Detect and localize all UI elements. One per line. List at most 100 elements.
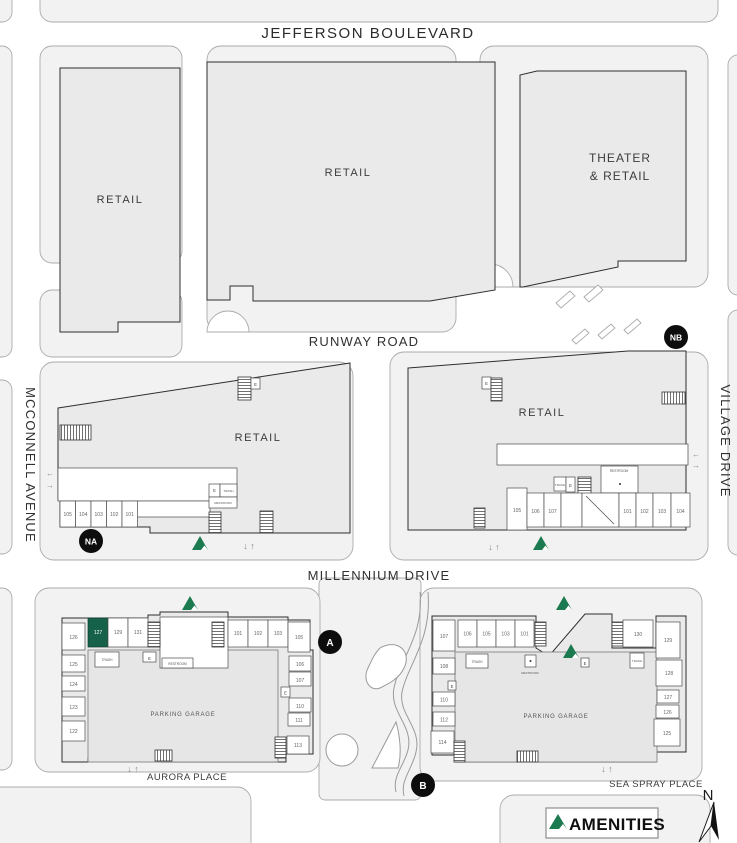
unit[interactable]: 114 bbox=[430, 730, 455, 754]
unit[interactable]: 113 bbox=[286, 735, 310, 755]
unit[interactable]: 111 bbox=[287, 712, 311, 727]
unit[interactable]: 126 bbox=[655, 704, 680, 719]
unit[interactable]: 105 bbox=[59, 500, 76, 528]
unit[interactable]: 103 bbox=[267, 619, 289, 648]
north-label: N bbox=[703, 787, 714, 804]
na-restroom bbox=[208, 496, 238, 509]
unit[interactable]: 110 bbox=[432, 691, 456, 707]
unit[interactable]: 123 bbox=[61, 696, 86, 717]
unit-label: 105 bbox=[482, 632, 491, 638]
building-retail-na-label: RETAIL bbox=[235, 432, 282, 444]
unit[interactable]: 129 bbox=[107, 617, 129, 648]
unit[interactable]: 107 bbox=[288, 671, 312, 687]
unit-label: 123 bbox=[69, 705, 78, 711]
stairs-icon bbox=[473, 507, 486, 529]
unit[interactable]: 104 bbox=[670, 492, 691, 528]
street-sea-spray: SEA SPRAY PLACE bbox=[609, 779, 703, 790]
amenity-marker[interactable] bbox=[563, 644, 579, 658]
stairs-icon bbox=[147, 621, 161, 648]
badge-b-label: B bbox=[419, 781, 426, 792]
b-elevator-left-label: E bbox=[451, 684, 454, 689]
unit[interactable]: 130 bbox=[622, 619, 654, 648]
arrow-down-up-icon: ↓ ↑ bbox=[243, 541, 255, 551]
parking-garage-a[interactable] bbox=[87, 649, 279, 763]
unit[interactable]: 112 bbox=[432, 711, 456, 727]
unit[interactable]: 101 bbox=[514, 619, 535, 648]
unit[interactable]: 105 bbox=[287, 621, 311, 653]
unit[interactable]: 125 bbox=[61, 654, 86, 673]
unit[interactable]: 126 bbox=[61, 622, 86, 651]
unit[interactable]: 101 bbox=[227, 619, 249, 648]
unit[interactable]: 102 bbox=[106, 500, 123, 528]
unit[interactable]: 101 bbox=[121, 500, 138, 528]
stairs-icon bbox=[259, 510, 274, 534]
unit[interactable]: 103 bbox=[495, 619, 516, 648]
paseo-planter bbox=[365, 644, 407, 690]
paseo-path bbox=[401, 591, 429, 797]
arrow-left-icon: ← bbox=[692, 450, 700, 459]
building-theater[interactable] bbox=[519, 70, 687, 288]
unit[interactable]: 108 bbox=[432, 657, 456, 675]
paseo-path bbox=[392, 591, 421, 793]
unit-label: 101 bbox=[234, 631, 243, 637]
stairs-icon bbox=[611, 621, 624, 647]
legend-box bbox=[545, 807, 659, 839]
b-trash-right-label: TRASH bbox=[632, 659, 642, 663]
unit[interactable]: 101 bbox=[618, 492, 637, 528]
unit-unlabeled-diagonal[interactable] bbox=[581, 492, 620, 528]
amenity-marker[interactable] bbox=[182, 596, 198, 610]
parking-garage-b[interactable] bbox=[454, 651, 658, 763]
stairs-icon bbox=[453, 740, 466, 763]
unit[interactable]: 131 bbox=[127, 617, 149, 648]
amenities-legend: AMENITIES bbox=[545, 807, 665, 839]
unit[interactable]: 107 bbox=[432, 619, 456, 652]
unit-highlighted[interactable]: 127 bbox=[87, 617, 109, 648]
unit[interactable]: 107 bbox=[543, 492, 562, 528]
unit-label: 101 bbox=[126, 512, 135, 518]
unit[interactable]: 103 bbox=[90, 500, 107, 528]
parcel-row3-center bbox=[318, 577, 422, 801]
parcel-left-sliver-3 bbox=[0, 587, 13, 771]
a-restroom bbox=[161, 657, 194, 669]
b-trash-left bbox=[465, 653, 489, 669]
unit-unlabeled[interactable] bbox=[560, 492, 583, 528]
unit-label: 114 bbox=[439, 740, 447, 746]
unit[interactable]: 125 bbox=[653, 718, 681, 747]
badge-b[interactable]: B bbox=[411, 773, 435, 797]
na-corridor bbox=[57, 467, 238, 502]
amenity-marker[interactable] bbox=[556, 596, 572, 610]
amenity-marker[interactable] bbox=[533, 536, 549, 550]
unit[interactable]: 128 bbox=[655, 659, 683, 687]
unit[interactable]: 105 bbox=[506, 487, 528, 531]
building-retail-nb-label: RETAIL bbox=[519, 407, 566, 419]
unit[interactable]: 122 bbox=[61, 720, 86, 742]
badge-na[interactable]: NA bbox=[79, 529, 103, 553]
unit[interactable]: 110 bbox=[288, 697, 312, 713]
unit[interactable]: 124 bbox=[61, 675, 86, 692]
unit[interactable]: 102 bbox=[635, 492, 654, 528]
unit[interactable]: 106 bbox=[288, 655, 312, 672]
nb-elevator-top-label: E bbox=[485, 381, 488, 386]
stairs-icon bbox=[577, 476, 592, 495]
amenity-marker[interactable] bbox=[192, 536, 208, 550]
unit[interactable]: 105 bbox=[476, 619, 497, 648]
stairs-icon bbox=[237, 376, 252, 401]
building-retail-center[interactable] bbox=[206, 61, 496, 302]
building-retail-west[interactable] bbox=[59, 67, 181, 333]
badge-nb[interactable]: NB bbox=[664, 325, 688, 349]
badge-a[interactable]: A bbox=[318, 630, 342, 654]
nb-restroom-label: RESTROOM bbox=[610, 469, 629, 473]
arrow-down-up-icon: ↓ ↑ bbox=[488, 542, 500, 552]
b-trash-right bbox=[629, 652, 645, 669]
unit-label: 101 bbox=[520, 632, 529, 638]
unit[interactable]: 106 bbox=[457, 619, 478, 648]
unit[interactable]: 106 bbox=[526, 492, 545, 528]
na-restroom-label: RESTROOM bbox=[214, 501, 232, 505]
unit[interactable]: 104 bbox=[75, 500, 92, 528]
unit[interactable]: 102 bbox=[247, 619, 269, 648]
unit[interactable]: 127 bbox=[656, 689, 680, 704]
unit[interactable]: 103 bbox=[652, 492, 672, 528]
unit[interactable]: 129 bbox=[655, 621, 681, 659]
nb-restroom-door bbox=[619, 483, 621, 485]
na-elevator-label: E bbox=[213, 488, 216, 493]
